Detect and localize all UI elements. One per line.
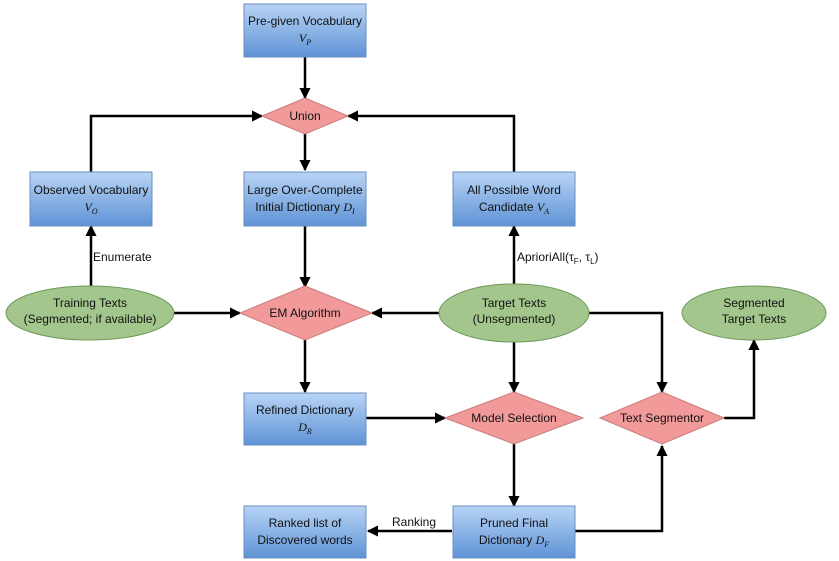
node-observed-vocabulary: Observed Vocabulary VO bbox=[29, 171, 153, 227]
svg-text:Pre-given Vocabulary: Pre-given Vocabulary bbox=[248, 14, 362, 28]
edges bbox=[85, 57, 760, 537]
edge-pruned-to-text-segmentor bbox=[575, 444, 668, 533]
edge-target-to-text-segmentor bbox=[589, 311, 668, 394]
node-segmented-target-texts: Segmented Target Texts bbox=[681, 285, 827, 341]
node-word-candidate: All Possible Word Candidate VA bbox=[452, 171, 576, 227]
svg-text:Model Selection: Model Selection bbox=[471, 411, 556, 425]
node-initial-dictionary: Large Over-Complete Initial Dictionary D… bbox=[243, 171, 367, 227]
svg-text:(Segmented; if available): (Segmented; if available) bbox=[24, 312, 157, 326]
node-union: Union bbox=[260, 97, 350, 135]
svg-text:VO: VO bbox=[84, 200, 97, 216]
node-pregiven-vocabulary: Pre-given Vocabulary VP bbox=[243, 3, 367, 58]
svg-text:Large Over-Complete: Large Over-Complete bbox=[247, 183, 363, 197]
svg-text:Discovered words: Discovered words bbox=[257, 533, 352, 547]
svg-text:(Unsegmented): (Unsegmented) bbox=[473, 312, 556, 326]
svg-text:VP: VP bbox=[299, 31, 311, 47]
svg-text:All Possible Word: All Possible Word bbox=[467, 183, 561, 197]
svg-text:Dictionary DF: Dictionary DF bbox=[479, 533, 549, 549]
edge-label-apriorall: AprioriAll(τF, τL) bbox=[517, 250, 599, 266]
node-em-algorithm: EM Algorithm bbox=[238, 285, 374, 341]
edge-label-ranking: Ranking bbox=[392, 515, 436, 529]
edge-observed-to-union bbox=[89, 110, 264, 172]
node-target-texts: Target Texts (Unsegmented) bbox=[438, 283, 590, 343]
node-pruned-final-dictionary: Pruned Final Dictionary DF bbox=[452, 505, 576, 559]
svg-text:Union: Union bbox=[289, 109, 320, 123]
node-refined-dictionary: Refined Dictionary DR bbox=[243, 392, 367, 446]
svg-text:Training Texts: Training Texts bbox=[53, 296, 127, 310]
svg-text:Target Texts: Target Texts bbox=[722, 312, 786, 326]
svg-text:EM Algorithm: EM Algorithm bbox=[269, 306, 340, 320]
edge-candidate-to-union bbox=[346, 110, 516, 172]
node-training-texts: Training Texts (Segmented; if available) bbox=[5, 285, 175, 341]
svg-text:Segmented: Segmented bbox=[723, 296, 784, 310]
svg-text:Text Segmentor: Text Segmentor bbox=[620, 411, 704, 425]
svg-text:Ranked list of: Ranked list of bbox=[269, 516, 342, 530]
svg-text:Target Texts: Target Texts bbox=[482, 296, 546, 310]
node-model-selection: Model Selection bbox=[443, 391, 585, 445]
svg-text:Observed Vocabulary: Observed Vocabulary bbox=[34, 183, 149, 197]
edge-text-segmentor-to-segmented bbox=[724, 338, 760, 420]
svg-text:Refined Dictionary: Refined Dictionary bbox=[256, 403, 354, 417]
svg-text:Pruned Final: Pruned Final bbox=[480, 516, 548, 530]
svg-text:Candidate VA: Candidate VA bbox=[479, 200, 549, 216]
node-ranked-list: Ranked list of Discovered words bbox=[243, 505, 367, 559]
svg-text:Initial Dictionary DI: Initial Dictionary DI bbox=[255, 200, 355, 216]
node-text-segmentor: Text Segmentor bbox=[598, 391, 726, 445]
edge-label-enumerate: Enumerate bbox=[93, 250, 152, 264]
svg-text:DR: DR bbox=[297, 420, 312, 436]
